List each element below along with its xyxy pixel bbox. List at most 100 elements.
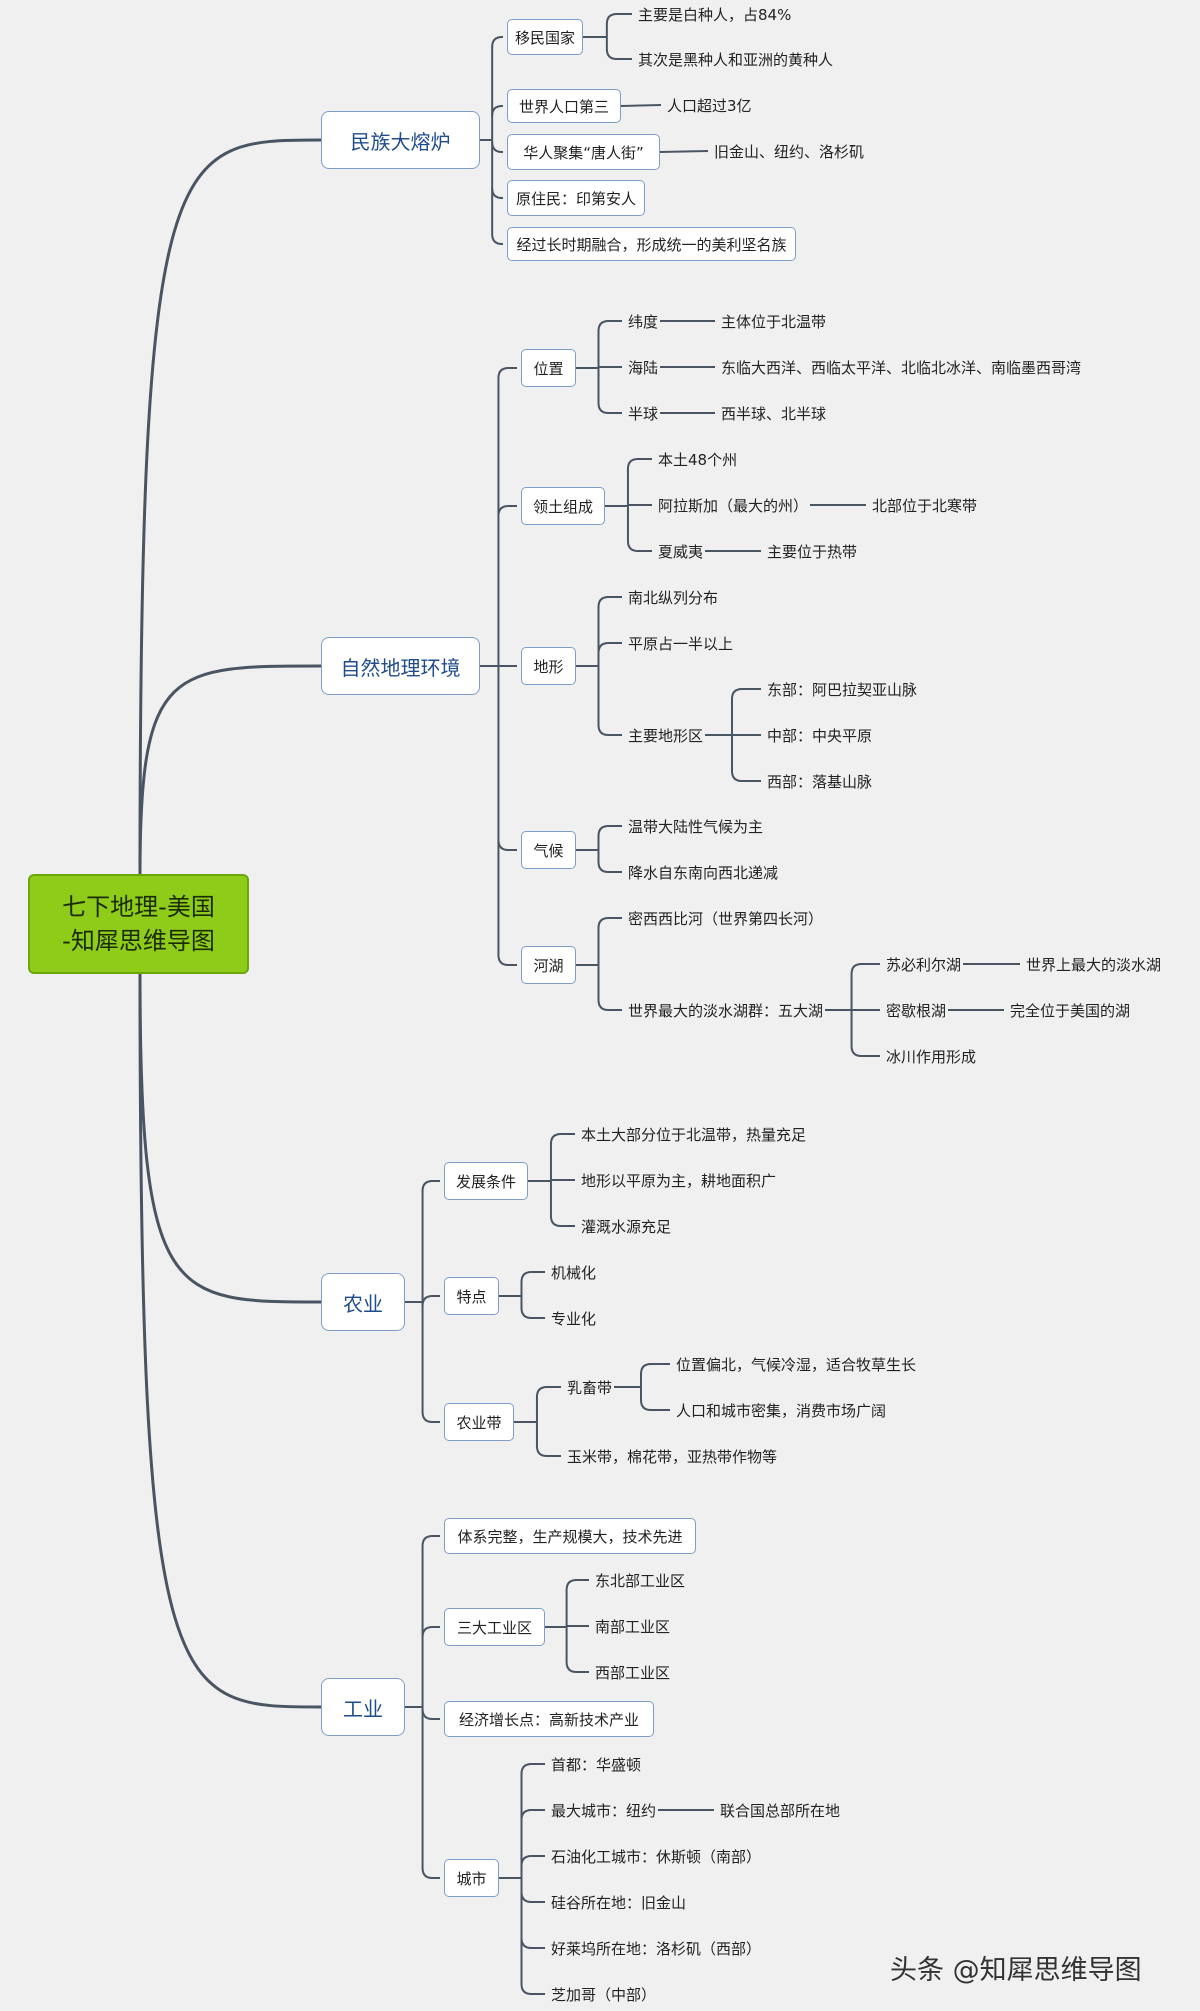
topic-1-2-2-2[interactable]: 西部：落基山脉	[765, 769, 874, 793]
topic-3-3-4[interactable]: 好莱坞所在地：洛杉矶（西部）	[549, 1936, 763, 1960]
topic-1-1-0[interactable]: 本土48个州	[656, 447, 739, 471]
topic-2[interactable]: 农业	[321, 1273, 405, 1331]
topic-2-0[interactable]: 发展条件	[444, 1162, 528, 1200]
topic-0-1[interactable]: 世界人口第三	[507, 89, 621, 123]
topic-1-2-2[interactable]: 主要地形区	[626, 723, 705, 747]
topic-0-2-0[interactable]: 旧金山、纽约、洛杉矶	[712, 139, 866, 163]
topic-0-1-0[interactable]: 人口超过3亿	[665, 93, 754, 117]
topic-1-0-2[interactable]: 半球	[626, 401, 660, 425]
topic-0-0-1[interactable]: 其次是黑种人和亚洲的黄种人	[636, 47, 835, 71]
topic-1-1-2[interactable]: 夏威夷	[656, 539, 705, 563]
topic-3-1-0[interactable]: 东北部工业区	[593, 1568, 687, 1592]
topic-2-1[interactable]: 特点	[444, 1277, 499, 1315]
topic-2-0-1[interactable]: 地形以平原为主，耕地面积广	[579, 1168, 778, 1192]
topic-1-2-0[interactable]: 南北纵列分布	[626, 585, 720, 609]
connector-line	[850, 1045, 880, 1057]
topic-label: 降水自东南向西北递减	[628, 863, 779, 882]
topic-2-2-0-0[interactable]: 位置偏北，气候冷湿，适合牧草生长	[674, 1352, 918, 1376]
topic-label: 人口和城市密集，消费市场广阔	[676, 1401, 887, 1420]
topic-3-0[interactable]: 体系完整，生产规模大，技术先进	[444, 1518, 696, 1554]
topic-0-3[interactable]: 原住民：印第安人	[507, 180, 645, 216]
topic-1-2-2-0[interactable]: 东部：阿巴拉契亚山脉	[765, 677, 919, 701]
root-topic[interactable]: 七下地理-美国 -知犀思维导图	[28, 874, 249, 974]
topic-label: 位置偏北，气候冷湿，适合牧草生长	[676, 1355, 917, 1374]
topic-1-4-1[interactable]: 世界最大的淡水湖群：五大湖	[626, 998, 825, 1022]
topic-1-4-1-2[interactable]: 冰川作用形成	[884, 1044, 978, 1068]
topic-0-2[interactable]: 华人聚集“唐人街”	[507, 134, 660, 170]
topic-3-3-0[interactable]: 首都：华盛顿	[549, 1752, 643, 1776]
topic-2-2-0-1[interactable]: 人口和城市密集，消费市场广阔	[674, 1398, 888, 1422]
topic-1-2-2-1[interactable]: 中部：中央平原	[765, 723, 874, 747]
topic-1-2-1[interactable]: 平原占一半以上	[626, 631, 735, 655]
topic-label: 本土大部分位于北温带，热量充足	[581, 1125, 807, 1144]
topic-0-4[interactable]: 经过长时期融合，形成统一的美利坚名族	[507, 227, 796, 261]
topic-1-3-0[interactable]: 温带大陆性气候为主	[626, 814, 765, 838]
topic-label: 华人聚集“唐人街”	[523, 143, 644, 162]
topic-1-4[interactable]: 河湖	[521, 946, 576, 984]
topic-3-3-5[interactable]: 芝加哥（中部）	[549, 1982, 658, 2006]
connector-line	[597, 642, 622, 654]
topic-0-0-0[interactable]: 主要是白种人，占84%	[636, 2, 793, 26]
topic-1[interactable]: 自然地理环境	[321, 637, 480, 695]
topic-2-0-2[interactable]: 灌溉水源充足	[579, 1214, 673, 1238]
topic-2-1-1[interactable]: 专业化	[549, 1306, 598, 1330]
topic-2-2-1[interactable]: 玉米带，棉花带，亚热带作物等	[565, 1444, 779, 1468]
topic-label: 本土48个州	[658, 450, 738, 469]
topic-2-0-0[interactable]: 本土大部分位于北温带，热量充足	[579, 1122, 808, 1146]
connector-line	[497, 839, 517, 851]
topic-3-1-1[interactable]: 南部工业区	[593, 1614, 672, 1638]
connector-line	[421, 1411, 440, 1423]
topic-1-3[interactable]: 气候	[521, 831, 576, 869]
topic-1-4-1-1-0[interactable]: 完全位于美国的湖	[1008, 998, 1132, 1022]
topic-1-4-1-0-0[interactable]: 世界上最大的淡水湖	[1024, 952, 1163, 976]
topic-3[interactable]: 工业	[321, 1678, 405, 1736]
connector-line	[421, 1295, 440, 1307]
connector-line	[626, 458, 652, 470]
topic-3-3-3[interactable]: 硅谷所在地：旧金山	[549, 1890, 688, 1914]
topic-2-1-0[interactable]: 机械化	[549, 1260, 598, 1284]
topic-1-0[interactable]: 位置	[521, 349, 576, 387]
topic-1-0-0[interactable]: 纬度	[626, 309, 660, 333]
topic-label: 其次是黑种人和亚洲的黄种人	[638, 50, 834, 69]
connector-line	[520, 1937, 545, 1949]
topic-label: 北部位于北寒带	[872, 496, 978, 515]
topic-3-3[interactable]: 城市	[444, 1859, 499, 1897]
topic-1-0-1[interactable]: 海陆	[626, 355, 660, 379]
topic-1-0-0-0[interactable]: 主体位于北温带	[719, 309, 828, 333]
connector-line	[421, 1535, 440, 1547]
topic-label: 主要地形区	[628, 726, 704, 745]
topic-2-2[interactable]: 农业带	[444, 1403, 514, 1441]
topic-1-4-1-0[interactable]: 苏必利尔湖	[884, 952, 963, 976]
topic-label: 南北纵列分布	[628, 588, 719, 607]
topic-3-3-1-0[interactable]: 联合国总部所在地	[718, 1798, 842, 1822]
topic-label: 东部：阿巴拉契亚山脉	[767, 680, 918, 699]
topic-1-3-1[interactable]: 降水自东南向西北递减	[626, 860, 780, 884]
topic-0[interactable]: 民族大熔炉	[321, 111, 480, 169]
topic-1-1[interactable]: 领土组成	[521, 487, 605, 525]
topic-3-3-1[interactable]: 最大城市：纽约	[549, 1798, 658, 1822]
topic-label: 石油化工城市：休斯顿（南部）	[551, 1847, 762, 1866]
connector-line	[421, 1867, 440, 1879]
connector-line	[491, 141, 503, 153]
topic-1-1-2-0[interactable]: 主要位于热带	[765, 539, 859, 563]
topic-label: 气候	[533, 841, 564, 860]
connector-line	[138, 138, 322, 875]
connector-line	[605, 48, 632, 60]
topic-1-4-0[interactable]: 密西西比河（世界第四长河）	[626, 906, 825, 930]
connector-line	[597, 724, 622, 736]
topic-3-1-2[interactable]: 西部工业区	[593, 1660, 672, 1684]
topic-1-1-1[interactable]: 阿拉斯加（最大的州）	[656, 493, 810, 517]
topic-1-1-1-0[interactable]: 北部位于北寒带	[870, 493, 979, 517]
topic-3-1[interactable]: 三大工业区	[444, 1608, 545, 1646]
topic-3-2[interactable]: 经济增长点：高新技术产业	[444, 1701, 654, 1737]
topic-3-3-2[interactable]: 石油化工城市：休斯顿（南部）	[549, 1844, 763, 1868]
topic-1-4-1-1[interactable]: 密歇根湖	[884, 998, 948, 1022]
topic-2-2-0[interactable]: 乳畜带	[565, 1375, 614, 1399]
topic-1-0-2-0[interactable]: 西半球、北半球	[719, 401, 828, 425]
topic-label: 地形	[533, 657, 564, 676]
connector-line	[138, 664, 322, 875]
topic-1-0-1-0[interactable]: 东临大西洋、西临太平洋、北临北冰洋、南临墨西哥湾	[719, 355, 1083, 379]
topic-1-2[interactable]: 地形	[521, 647, 576, 685]
connector-line	[597, 320, 622, 332]
topic-0-0[interactable]: 移民国家	[507, 19, 583, 55]
